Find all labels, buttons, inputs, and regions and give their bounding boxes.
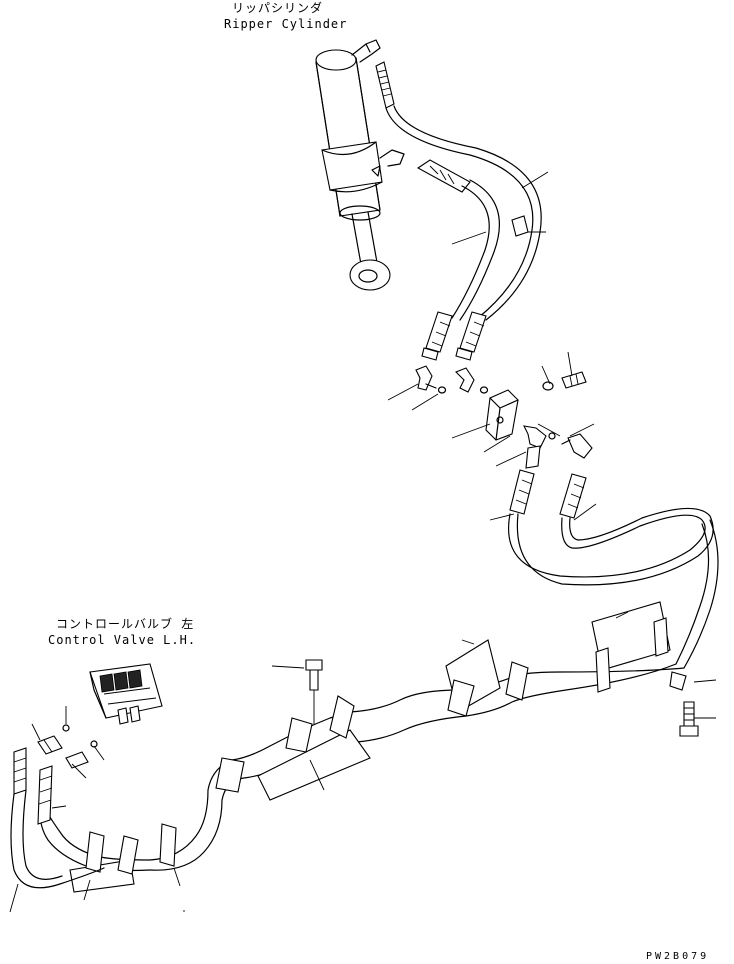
control-valve-label-jp: コントロールバルブ 左 [56, 617, 195, 631]
leader-lines [9, 171, 717, 913]
cylinder-hoses [375, 61, 542, 361]
bolt-right [669, 671, 699, 737]
left-fittings [10, 724, 105, 889]
ripper-cylinder-label-en: Ripper Cylinder [224, 17, 348, 31]
check-valve-assembly [415, 365, 593, 469]
pipe-clamps [85, 617, 669, 875]
ripper-cylinder [315, 39, 405, 291]
control-valve-lh [89, 663, 163, 725]
bolt-center [305, 659, 323, 724]
ripper-cylinder-label-jp: リッパシリンダ [232, 1, 324, 15]
control-valve-label-en: Control Valve L.H. [48, 633, 197, 647]
drawing-code: PW2B079 [646, 951, 710, 962]
return-hoses [508, 469, 719, 669]
